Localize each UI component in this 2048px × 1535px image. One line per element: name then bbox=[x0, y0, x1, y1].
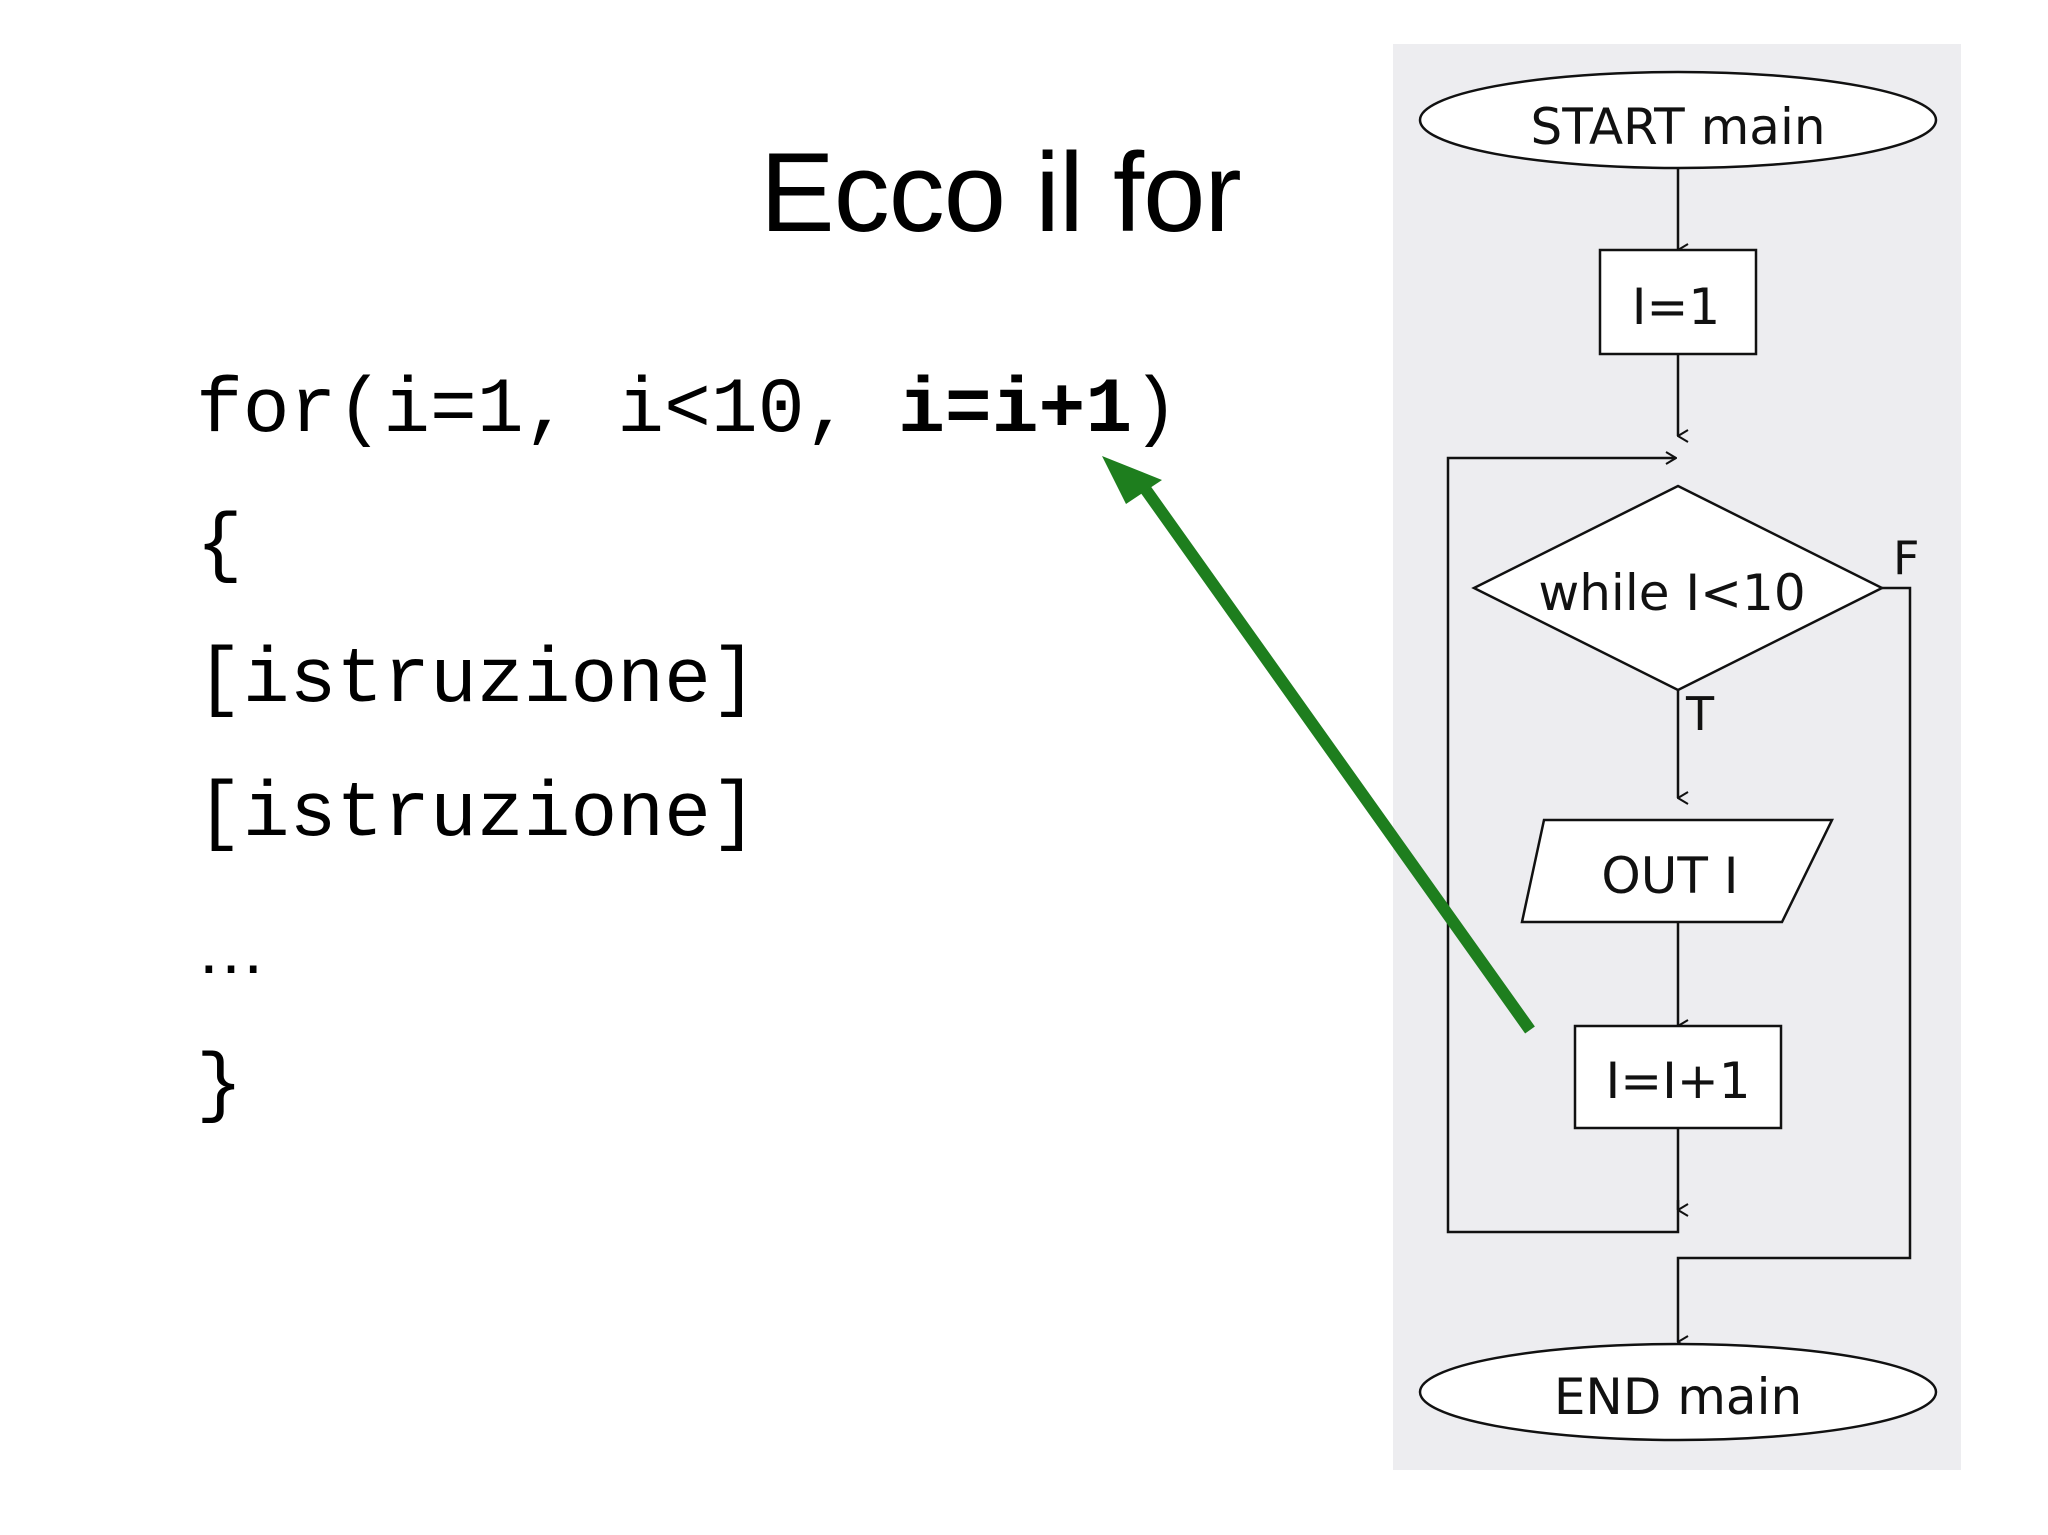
init-node-label: I=1 bbox=[1632, 278, 1720, 336]
highlight-arrow bbox=[1102, 456, 1535, 1034]
increment-node-label: I=I+1 bbox=[1605, 1052, 1750, 1110]
loop-back-line bbox=[1446, 458, 1680, 1234]
for-close-paren: ) bbox=[1132, 367, 1179, 455]
end-node-label: END main bbox=[1554, 1368, 1802, 1426]
code-line-statement-2: [istruzione] bbox=[196, 771, 758, 859]
false-branch-line bbox=[1676, 586, 1912, 1342]
code-line-ellipsis: … bbox=[196, 910, 266, 988]
code-line-open-brace: { bbox=[196, 503, 243, 591]
start-node: START main bbox=[1418, 70, 1938, 170]
output-node-label: OUT I bbox=[1601, 847, 1738, 905]
start-node-label: START main bbox=[1530, 98, 1825, 156]
slide-title: Ecco il for bbox=[760, 130, 1242, 255]
increment-node: I=I+1 bbox=[1573, 1024, 1783, 1130]
false-branch-label: F bbox=[1893, 531, 1919, 585]
output-node: OUT I bbox=[1520, 818, 1835, 924]
end-node: END main bbox=[1418, 1342, 1938, 1442]
code-line-for: for(i=1, i<10, i=i+1) bbox=[196, 372, 1179, 450]
code-line-close-brace: } bbox=[196, 1043, 243, 1131]
highlight-arrow-head bbox=[1102, 456, 1162, 504]
true-branch-label: T bbox=[1685, 687, 1715, 741]
code-line-statement-1: [istruzione] bbox=[196, 637, 758, 725]
condition-node: while I<10 bbox=[1471, 484, 1885, 692]
condition-node-label: while I<10 bbox=[1538, 564, 1805, 622]
init-node: I=1 bbox=[1598, 248, 1758, 356]
for-increment-text: i=i+1 bbox=[898, 367, 1133, 455]
for-header-text: for(i=1, i<10, bbox=[196, 367, 899, 455]
